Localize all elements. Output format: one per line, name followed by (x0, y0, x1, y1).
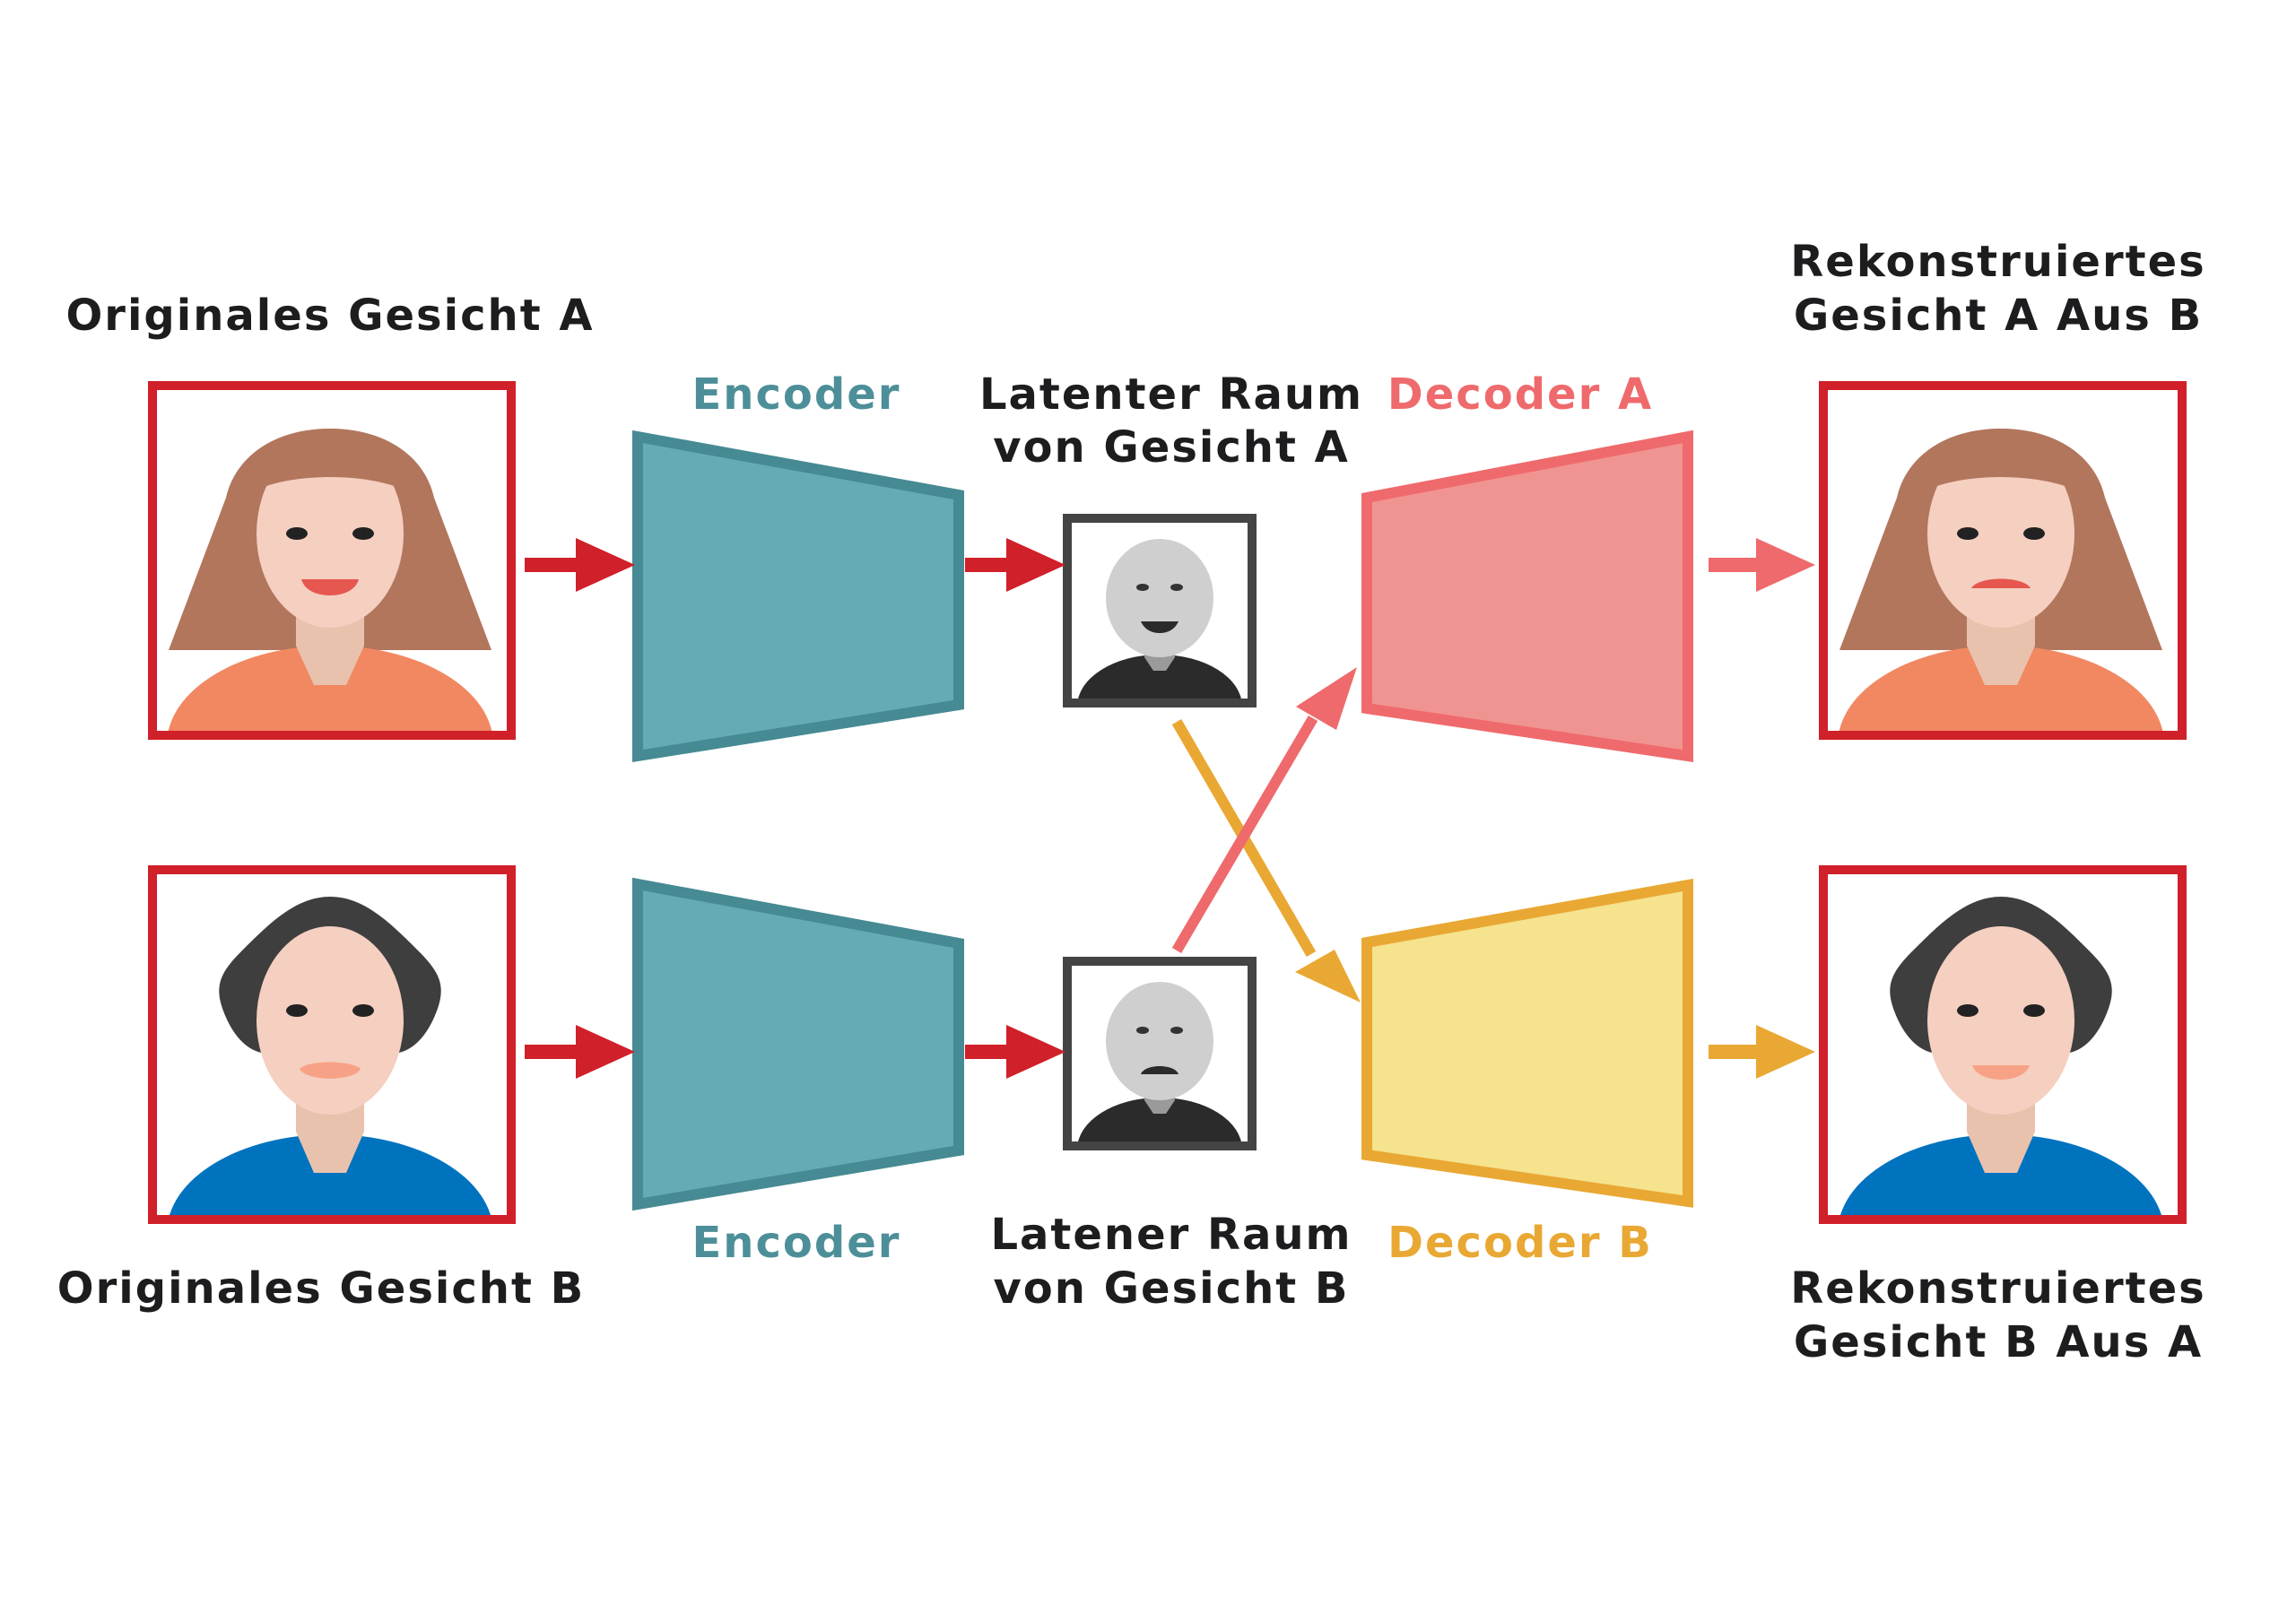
original-face-a (148, 381, 516, 740)
reconstructed-face-b (1819, 865, 2187, 1224)
arrow-encoder-to-latent-a (965, 538, 1065, 592)
latent-space-b (1063, 957, 1257, 1150)
label-encoder-bottom: Encoder (692, 1218, 901, 1268)
label-latent-space-a-line1: Latenter Raum (979, 369, 1363, 420)
encoder-top-trapezoid (632, 430, 964, 763)
latent-space-a (1063, 514, 1257, 707)
label-reconstructed-b-line1: Rekonstruiertes (1790, 1263, 2205, 1314)
decoder-a-trapezoid (1361, 430, 1693, 762)
latent-space-b-frame (1063, 957, 1257, 1150)
label-encoder-top: Encoder (692, 369, 901, 420)
arrow-original-a-to-encoder (525, 538, 635, 592)
label-latent-space-b-line1: Latener Raum (990, 1210, 1352, 1260)
arrow-decoder-b-to-reconstructed-b (1709, 1025, 1815, 1079)
reconstructed-face-a-frame (1819, 381, 2187, 740)
original-face-b (148, 865, 516, 1224)
label-latent-space-a-line2: von Gesicht A (993, 422, 1350, 473)
label-reconstructed-b-line2: Gesicht B Aus A (1794, 1317, 2203, 1367)
label-latent-space-b-line2: von Gesicht B (994, 1263, 1350, 1314)
arrow-encoder-to-latent-b (965, 1025, 1065, 1079)
label-reconstructed-a-line1: Rekonstruiertes (1790, 237, 2205, 287)
encoder-bottom-trapezoid (632, 877, 964, 1211)
arrow-decoder-a-to-reconstructed-a (1709, 538, 1815, 592)
label-original-face-b: Originales Gesicht B (57, 1263, 585, 1314)
latent-space-a-frame (1063, 514, 1257, 707)
label-decoder-a: Decoder A (1387, 369, 1653, 420)
label-original-face-a: Originales Gesicht A (66, 291, 595, 341)
arrow-original-b-to-encoder (525, 1025, 635, 1079)
arrow-latent-b-to-decoder-a (1171, 667, 1357, 954)
label-reconstructed-a-line2: Gesicht A Aus B (1794, 291, 2203, 341)
original-face-a-frame (148, 381, 516, 740)
label-decoder-b: Decoder B (1387, 1218, 1653, 1268)
original-face-b-frame (148, 865, 516, 1224)
decoder-b-trapezoid (1361, 878, 1693, 1208)
reconstructed-face-a (1819, 381, 2187, 740)
reconstructed-face-b-frame (1819, 865, 2187, 1224)
